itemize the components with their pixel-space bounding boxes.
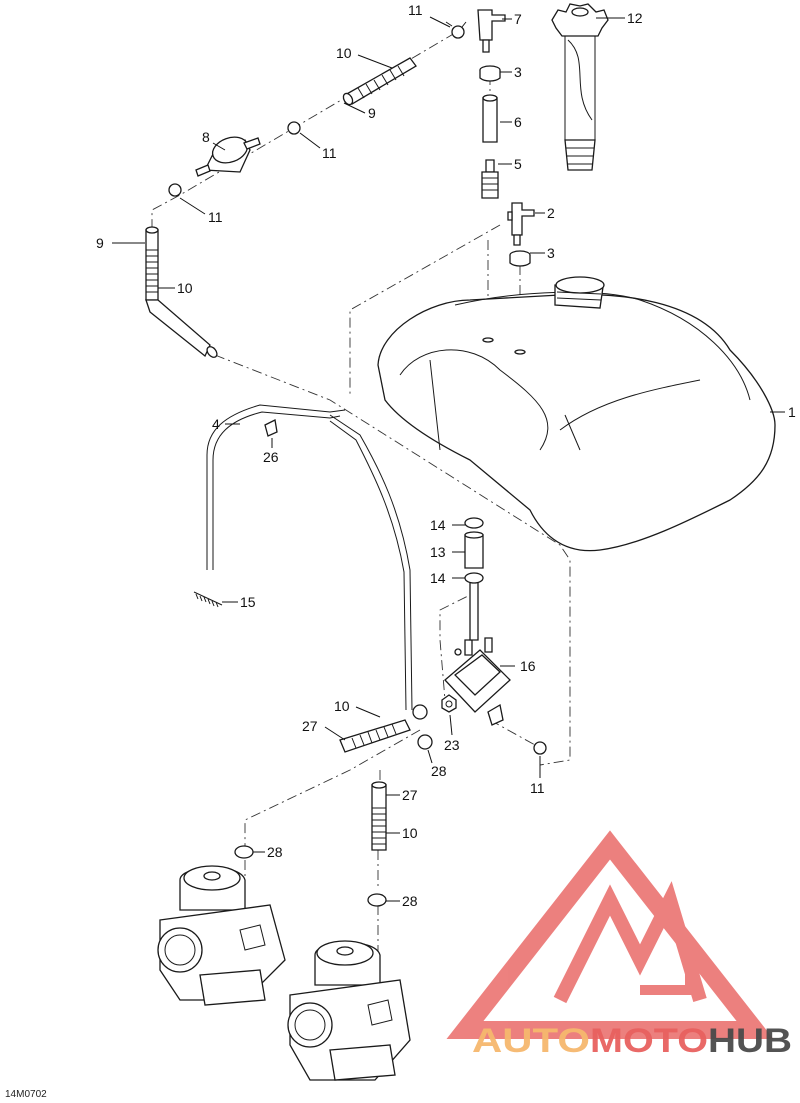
line-clip[interactable] bbox=[264, 419, 278, 437]
pump-hose[interactable] bbox=[464, 531, 484, 569]
callout-6: 6 bbox=[514, 114, 522, 130]
clamp-filter[interactable] bbox=[168, 183, 182, 197]
fuel-sender-gauge[interactable] bbox=[551, 3, 609, 171]
callout-9-left: 9 bbox=[96, 235, 104, 251]
callout-10-top: 10 bbox=[336, 45, 352, 61]
vent-tube[interactable] bbox=[482, 94, 498, 143]
spring[interactable] bbox=[193, 591, 223, 608]
watermark-brand-auto: AUTO bbox=[472, 1022, 590, 1060]
watermark-text: AUTO MOTO HUB bbox=[472, 1022, 792, 1060]
callout-11-middle: 11 bbox=[322, 145, 337, 161]
tee-fitting-top[interactable] bbox=[477, 9, 506, 53]
clamp-carb-left[interactable] bbox=[234, 845, 254, 859]
tee-fitting-lower[interactable] bbox=[507, 202, 535, 246]
callout-1: 1 bbox=[788, 404, 796, 420]
callout-27-lower: 27 bbox=[302, 718, 318, 734]
watermark-brand-hub: HUB bbox=[708, 1022, 792, 1060]
watermark-brand-moto: MOTO bbox=[590, 1022, 708, 1060]
clamp-middle[interactable] bbox=[287, 121, 301, 135]
nut[interactable] bbox=[441, 694, 457, 713]
clamp-carb-right[interactable] bbox=[367, 893, 387, 907]
callout-12: 12 bbox=[627, 10, 643, 26]
callout-3-lower: 3 bbox=[547, 245, 555, 261]
fuel-tank[interactable] bbox=[377, 276, 776, 552]
grommet-lower[interactable] bbox=[509, 250, 531, 267]
callout-labels: 11 7 3 6 5 2 3 12 10 9 11 8 11 9 10 1 4 … bbox=[5, 2, 796, 1100]
callout-11-top: 11 bbox=[408, 2, 423, 18]
callout-11-filter: 11 bbox=[208, 209, 223, 225]
callout-9-top: 9 bbox=[368, 105, 376, 121]
clamp-top[interactable] bbox=[445, 21, 467, 39]
callout-14-bottom: 14 bbox=[430, 570, 446, 586]
hose-spring-left[interactable] bbox=[145, 226, 219, 359]
callout-15: 15 bbox=[240, 594, 256, 610]
callout-10-lower: 10 bbox=[334, 698, 350, 714]
check-valve[interactable] bbox=[481, 159, 499, 199]
callout-27-vertical: 27 bbox=[402, 787, 418, 803]
fuel-filter[interactable] bbox=[195, 133, 261, 177]
rigid-fuel-line[interactable] bbox=[206, 404, 413, 711]
callout-26: 26 bbox=[263, 449, 279, 465]
callout-7: 7 bbox=[514, 11, 522, 27]
callout-28-carb-right: 28 bbox=[402, 893, 418, 909]
callout-10-vertical: 10 bbox=[402, 825, 418, 841]
drawing-code: 14M0702 bbox=[5, 1089, 47, 1100]
hose-spring-vertical[interactable] bbox=[371, 781, 387, 851]
leader-lines bbox=[112, 16, 785, 902]
callout-28-carb-left: 28 bbox=[267, 844, 283, 860]
grommet-top[interactable] bbox=[479, 65, 501, 82]
hose-routing-lines bbox=[151, 32, 571, 1005]
callout-23: 23 bbox=[444, 737, 460, 753]
callout-16: 16 bbox=[520, 658, 536, 674]
callout-3-top: 3 bbox=[514, 64, 522, 80]
clamp-pump-outlet[interactable] bbox=[533, 741, 547, 755]
callout-11-pump: 11 bbox=[530, 780, 545, 796]
callout-28-lower: 28 bbox=[431, 763, 447, 779]
clamp-pump-top[interactable] bbox=[464, 517, 484, 529]
callout-2: 2 bbox=[547, 205, 555, 221]
callout-14-top: 14 bbox=[430, 517, 446, 533]
clamp-lower-b[interactable] bbox=[417, 734, 433, 750]
callout-10-left: 10 bbox=[177, 280, 193, 296]
clamp-lower-a[interactable] bbox=[412, 704, 428, 720]
callout-13: 13 bbox=[430, 544, 446, 560]
callout-5: 5 bbox=[514, 156, 522, 172]
hose-spring-lower[interactable] bbox=[339, 719, 411, 753]
carburetor-right[interactable] bbox=[287, 940, 411, 1081]
watermark-logo bbox=[446, 830, 774, 1039]
hose-spring-top[interactable] bbox=[342, 57, 417, 106]
callout-8: 8 bbox=[202, 129, 210, 145]
callout-4: 4 bbox=[212, 416, 220, 432]
carburetor-left[interactable] bbox=[157, 865, 286, 1006]
fuel-pump[interactable] bbox=[444, 574, 511, 726]
clamp-pump-bottom[interactable] bbox=[464, 572, 484, 584]
